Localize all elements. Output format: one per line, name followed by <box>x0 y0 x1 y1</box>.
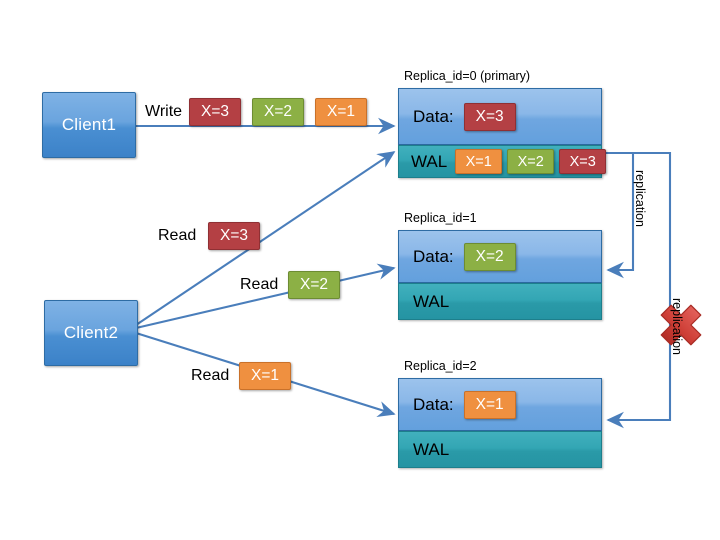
replica-1-data-chip-1-value: X=2 <box>475 247 504 265</box>
replica-2-data-label: Data: <box>413 394 454 414</box>
read1-chip: X=3 <box>208 222 260 250</box>
replica-2-label: Replica_id=2 <box>404 359 477 373</box>
client1-box[interactable]: Client1 <box>42 92 136 158</box>
read1-chip-value: X=3 <box>219 227 248 244</box>
write-chip-3-value: X=1 <box>326 103 355 120</box>
replica-0-wal-chip-1-value: X=1 <box>465 153 492 170</box>
client1-label: Client1 <box>61 115 117 134</box>
arrow-read-client2-to-primary <box>135 151 396 326</box>
replica-1-data-label: Data: <box>413 246 454 266</box>
replica-0-label: Replica_id=0 (primary) <box>404 69 531 83</box>
replica-0-wal-section: WAL X=1 X=2 X=3 <box>398 145 607 178</box>
replica-0-wal-label: WAL <box>411 151 448 171</box>
write-action-label: Write <box>145 103 183 120</box>
write-chip-1: X=3 <box>189 98 241 126</box>
replication-label-2: replication <box>670 298 684 355</box>
read2-action-label: Read <box>240 276 279 293</box>
read1-action-label: Read <box>158 227 197 244</box>
replica-1-wal-section: WAL <box>398 283 602 320</box>
read3-chip-value: X=1 <box>250 367 279 384</box>
replica-2-data-chip-1-value: X=1 <box>475 395 504 413</box>
write-chip-3: X=1 <box>315 98 367 126</box>
replica-2-wal-label: WAL <box>413 439 450 459</box>
client2-box[interactable]: Client2 <box>44 300 138 366</box>
replica-2-data-chip-1: X=1 <box>463 390 516 419</box>
replica-0-wal-chip-2-value: X=2 <box>517 153 544 170</box>
replica-1-data-chip-1: X=2 <box>463 242 516 271</box>
replica-0-wal-chip-3: X=3 <box>559 149 607 174</box>
replica-0-data-section: Data: X=3 <box>398 88 602 145</box>
replica-0-wal-chip-2: X=2 <box>507 149 555 174</box>
replica-0-wal-chip-3-value: X=3 <box>569 153 596 170</box>
write-chip-2-value: X=2 <box>263 103 292 120</box>
replica-0-wal-chip-1: X=1 <box>455 149 503 174</box>
replica-2-data-section: Data: X=1 <box>398 378 602 431</box>
replica-0-data-chip-1-value: X=3 <box>475 107 504 125</box>
read3-chip: X=1 <box>239 362 291 390</box>
replica-2: Replica_id=2 Data: X=1 WAL <box>398 359 602 468</box>
replication-label-1: replication <box>633 170 647 227</box>
write-chip-1-value: X=3 <box>200 103 229 120</box>
read2-chip-value: X=2 <box>299 276 328 293</box>
replica-0-data-chip-1: X=3 <box>463 102 516 131</box>
replication-blocked-cross-icon <box>660 304 702 346</box>
arrow-read-client2-to-replica1 <box>135 263 396 330</box>
replica-2-wal-section: WAL <box>398 431 602 468</box>
read2-chip: X=2 <box>288 271 340 299</box>
replica-1-wal-label: WAL <box>413 291 450 311</box>
replication-path-primary-to-replica1 <box>602 151 635 279</box>
client2-label: Client2 <box>63 323 119 342</box>
replica-1: Replica_id=1 Data: X=2 WAL <box>398 211 602 320</box>
replica-0: Replica_id=0 (primary) Data: X=3 WAL X=1… <box>398 69 607 178</box>
replica-1-label: Replica_id=1 <box>404 211 477 225</box>
replication-path-primary-to-replica2 <box>602 151 672 429</box>
read3-action-label: Read <box>191 367 230 384</box>
replica-0-data-label: Data: <box>413 106 454 126</box>
replica-1-data-section: Data: X=2 <box>398 230 602 283</box>
write-chip-2: X=2 <box>252 98 304 126</box>
